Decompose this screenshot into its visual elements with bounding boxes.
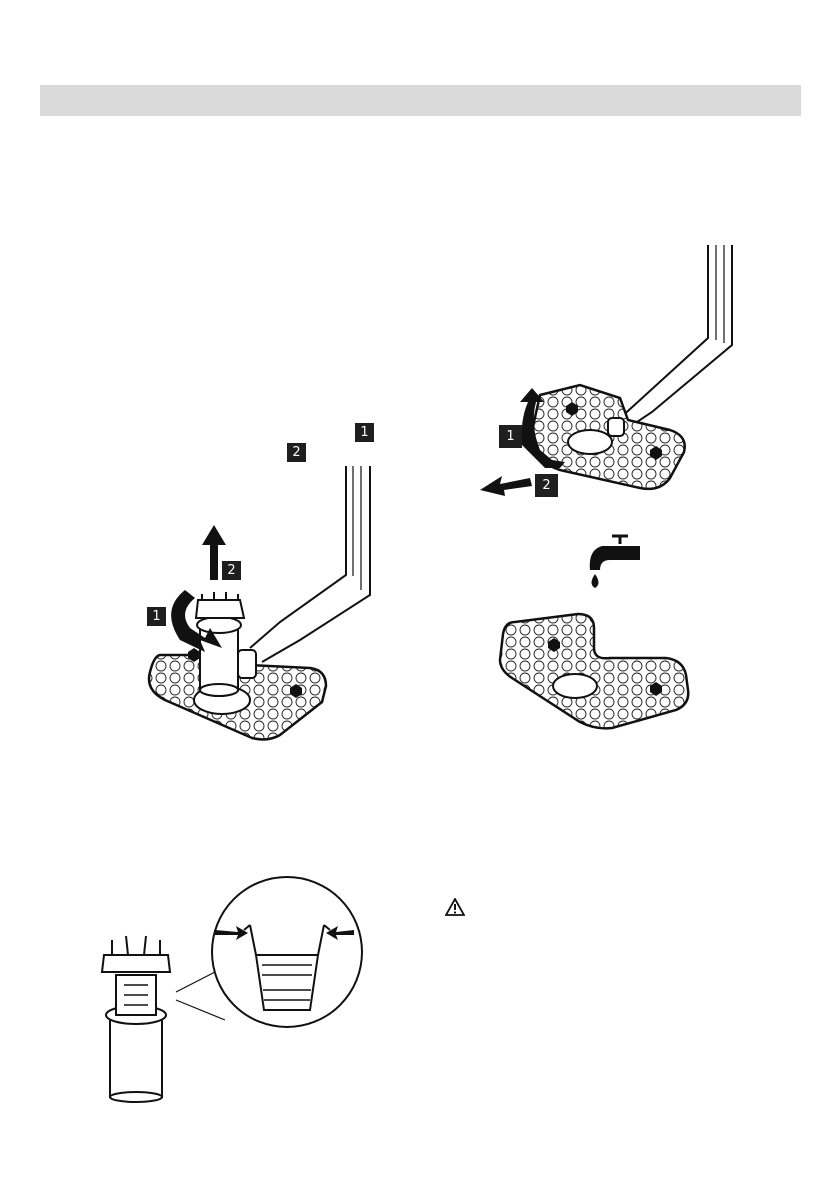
filter-assembly xyxy=(102,936,170,1102)
warning-triangle-icon xyxy=(445,898,465,916)
